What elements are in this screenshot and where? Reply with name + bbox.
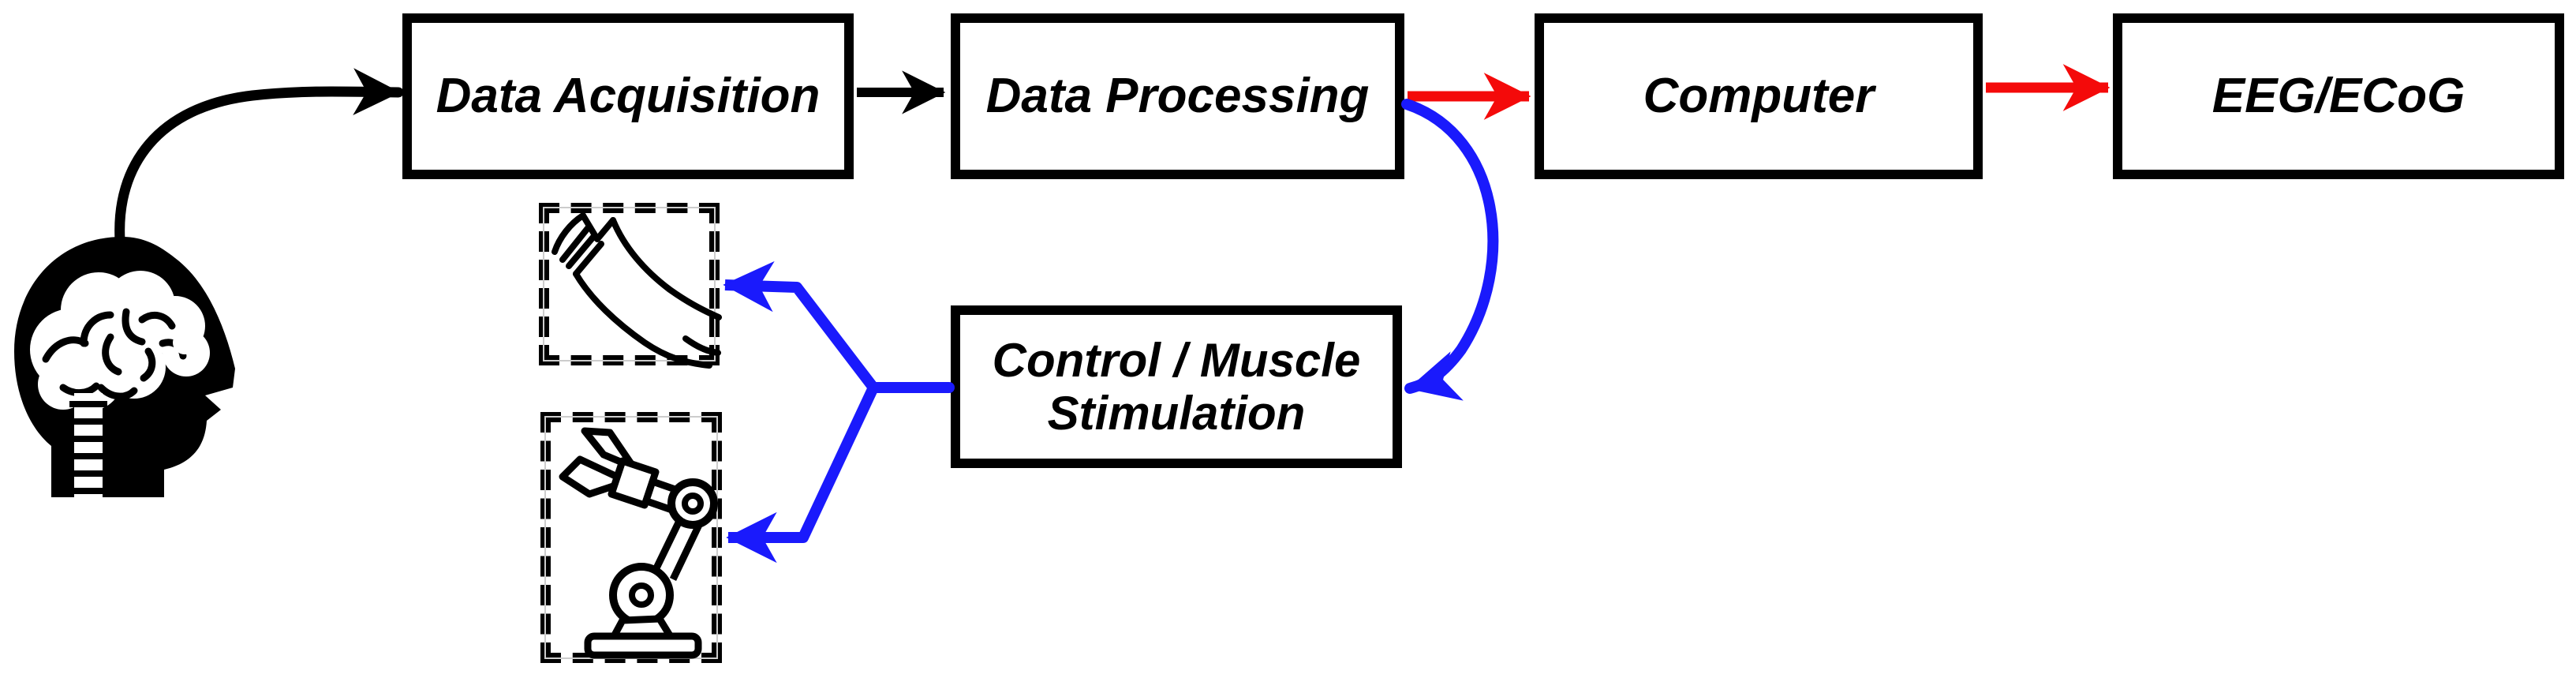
arrow-brain-to-acquisition [114, 68, 404, 245]
node-eeg-ecog-label: EEG/ECoG [2211, 69, 2466, 124]
node-eeg-ecog: EEG/ECoG [2113, 13, 2564, 179]
node-computer-label: Computer [1643, 69, 1875, 124]
robot-arm-frame [540, 412, 722, 663]
arrow-control-to-robot [726, 385, 879, 564]
spinal-cord [74, 393, 103, 497]
node-data-acquisition-label: Data Acquisition [436, 69, 821, 124]
arrow-processing-to-control [1401, 99, 1499, 401]
node-computer: Computer [1535, 13, 1983, 179]
human-arm-frame [539, 203, 720, 365]
arrow-control-to-arm [723, 260, 878, 391]
node-data-acquisition: Data Acquisition [402, 13, 854, 179]
node-data-processing: Data Processing [951, 13, 1404, 179]
node-control-label-line2: Stimulation [1047, 387, 1306, 440]
node-data-processing-label: Data Processing [985, 69, 1370, 124]
node-control-label-line1: Control / Muscle [992, 333, 1361, 387]
brain-head-icon [14, 237, 235, 497]
node-control-muscle-stimulation: Control / Muscle Stimulation [951, 305, 1402, 468]
electrode-dot [173, 331, 196, 354]
